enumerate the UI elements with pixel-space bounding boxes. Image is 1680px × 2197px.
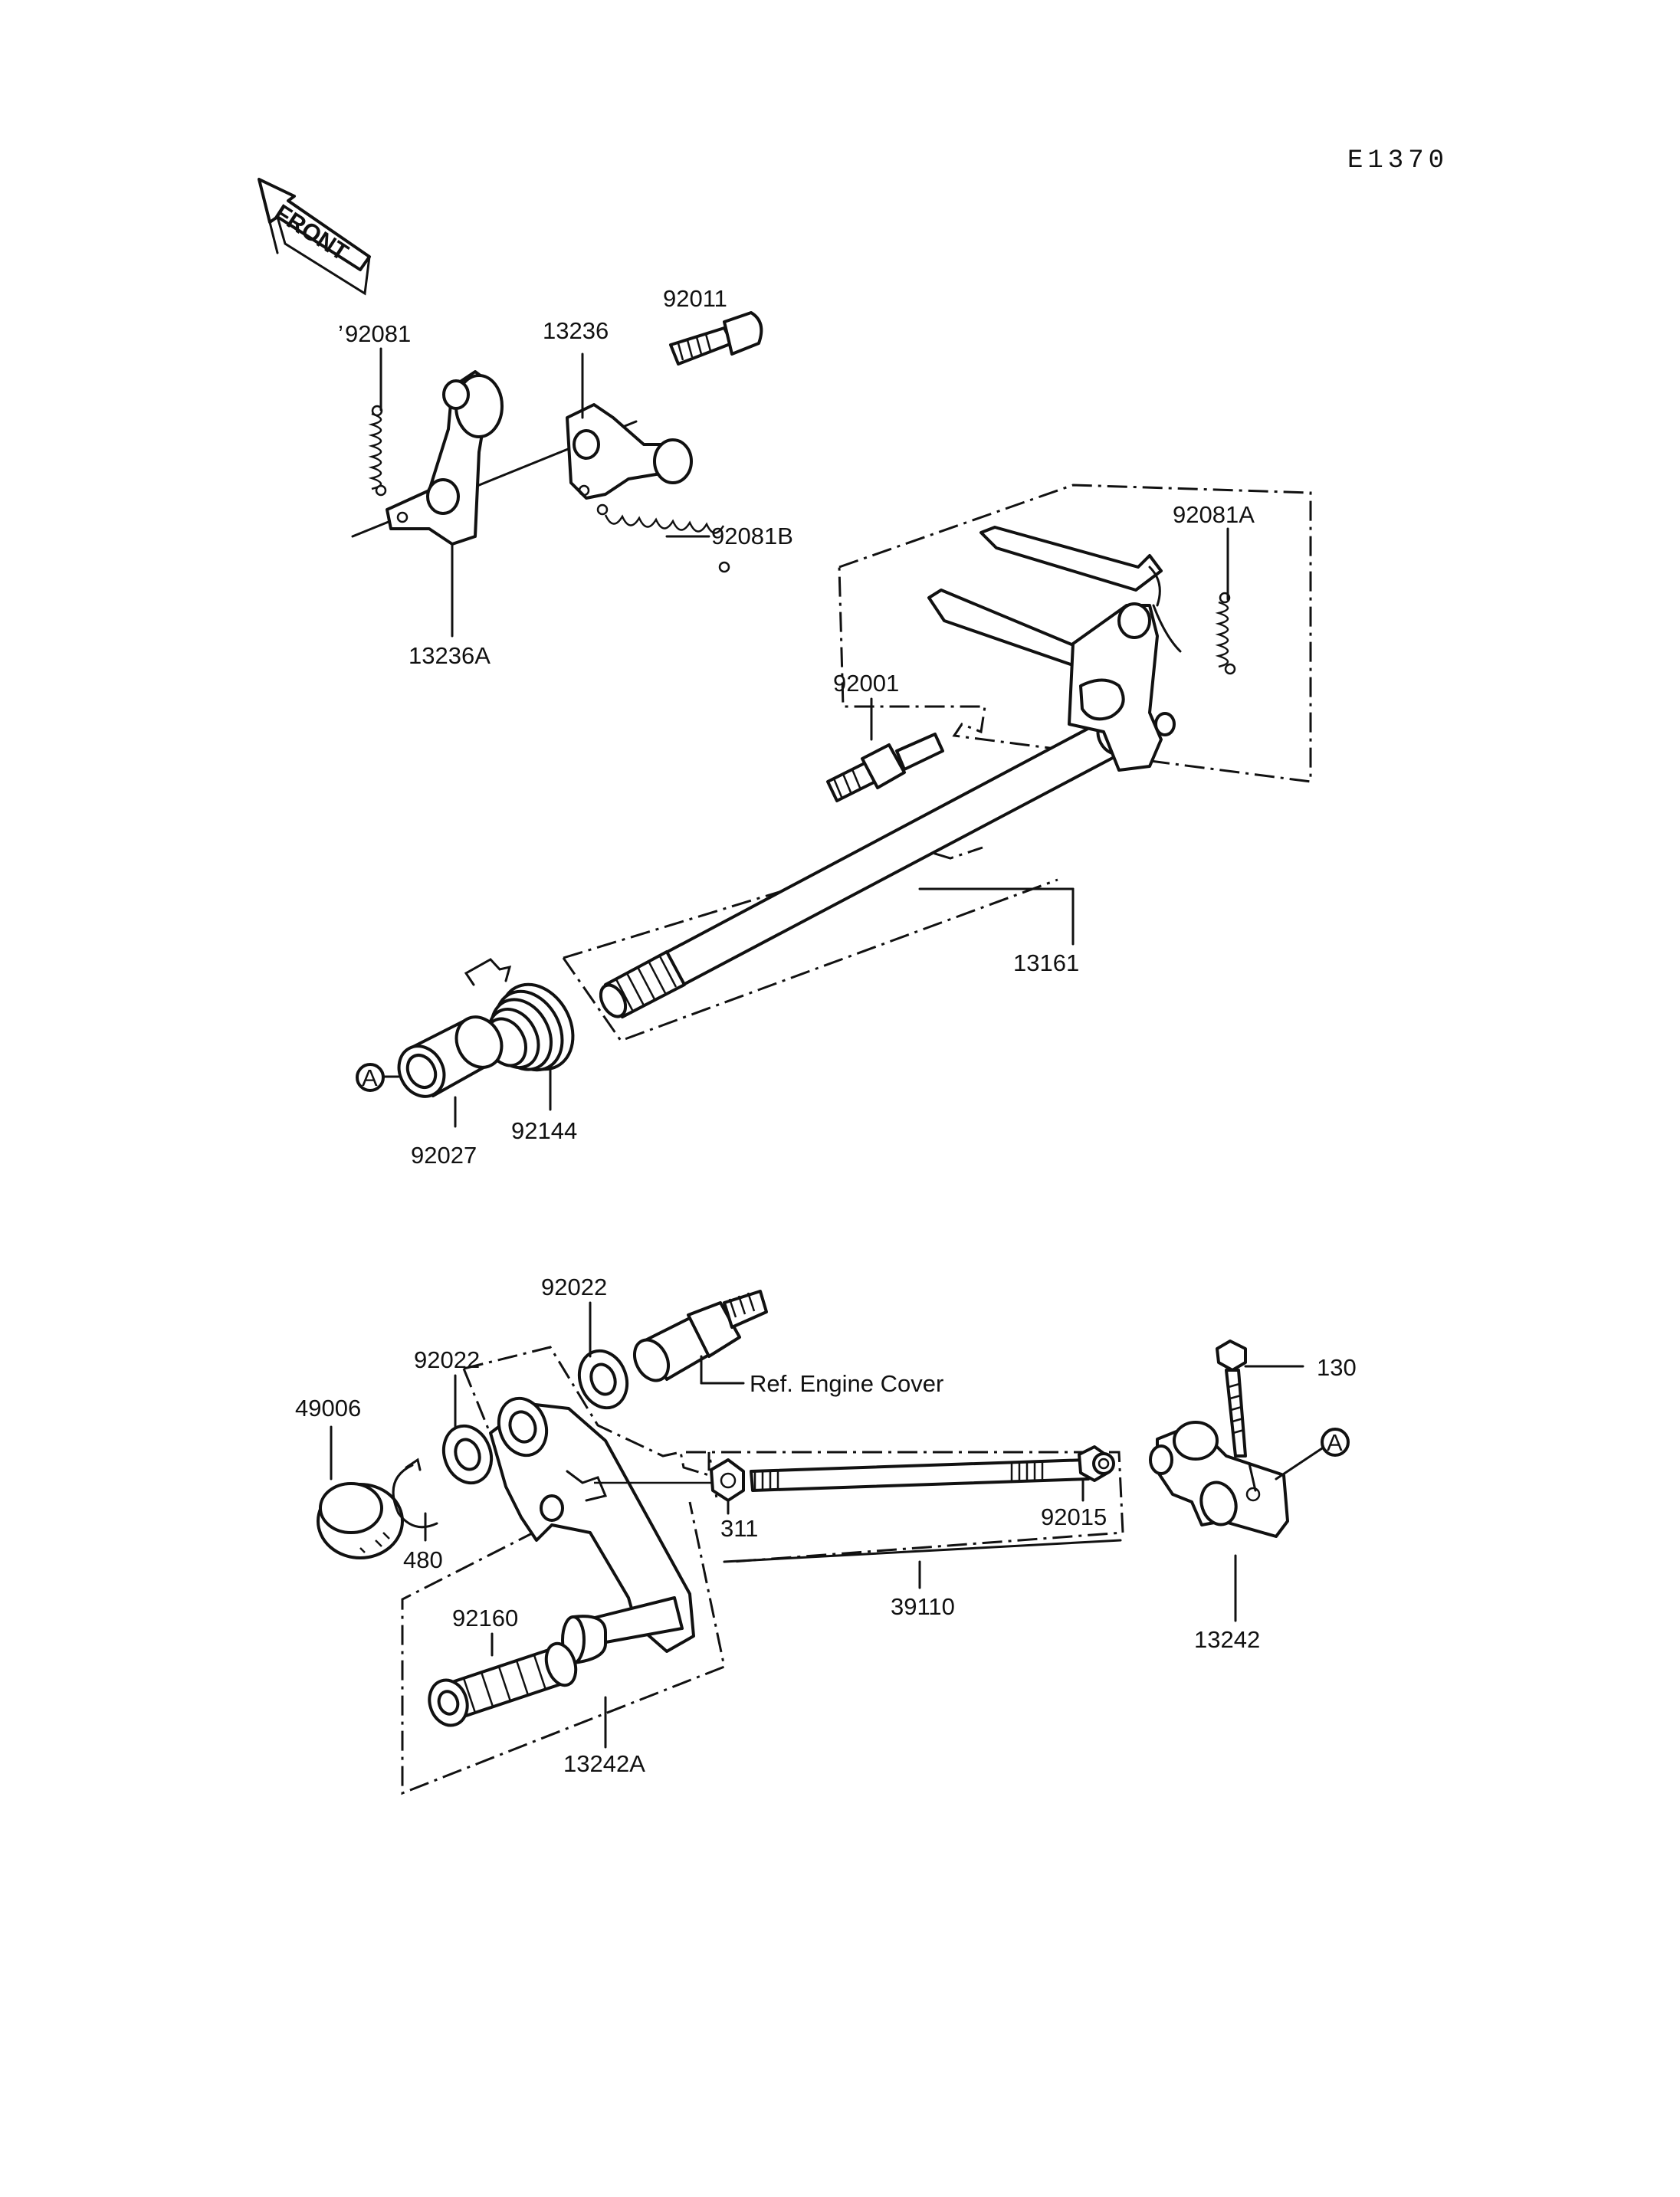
label-13161: 13161 [1013,949,1079,976]
label-92081: 92081 [345,320,411,347]
nut-311 [710,1458,745,1515]
spring-92081b [596,503,730,573]
mark-92081: ’ [338,320,343,347]
shaft-assembly-boundary [838,484,1312,783]
tie-rod-39110 [594,1458,1090,1589]
reference-note: Ref. Engine Cover [750,1370,943,1397]
rubber-92160 [428,1632,578,1727]
nut-92015 [1078,1445,1115,1502]
label-92022-left: 92022 [414,1346,480,1373]
label-92027: 92027 [411,1142,477,1169]
pedal-assembly-boundary-left [462,1368,538,1533]
washer-92022-left [441,1374,494,1485]
label-92081a: 92081A [1173,501,1255,528]
bolt-92011 [669,311,763,366]
shift-lever-13242 [1149,1421,1289,1622]
spring-92081a [1215,527,1236,675]
label-92001: 92001 [833,670,899,697]
label-311: 311 [720,1515,758,1542]
diagram-code: E1370 [1347,146,1449,175]
rod-assembly-boundary [686,1451,1124,1563]
label-92015: 92015 [1041,1503,1107,1530]
collar-92027 [380,1015,504,1128]
label-92160: 92160 [452,1605,518,1631]
front-arrow-icon: FRONT [258,178,371,296]
spring-92081 [368,347,387,497]
label-13236: 13236 [543,317,609,344]
bolt-130 [1216,1340,1304,1492]
label-49006: 49006 [295,1395,361,1421]
label-13242a: 13242A [563,1750,645,1777]
label-130: 130 [1317,1354,1357,1381]
label-92022-top: 92022 [541,1274,607,1300]
label-92011: 92011 [663,285,727,312]
label-13236a: 13236A [409,642,491,669]
label-39110: 39110 [891,1593,955,1620]
circlip-480 [392,1458,438,1542]
ref-marker-a-upper: A [356,1063,385,1092]
shift-shaft-13161 [599,526,1182,1018]
label-13242: 13242 [1194,1626,1260,1653]
pivot-bolt [632,1290,768,1385]
washer-92022-top [577,1301,629,1410]
pedal-assembly-boundary-top [463,1346,718,1499]
pedal-assembly-boundary-bottom [401,1501,726,1795]
shift-pedal-13242a [489,1396,695,1749]
gear-set-lever-13236 [566,353,693,500]
ref-marker-a-lower: A [1275,1428,1350,1481]
shaft-assembly-boundary-lower [563,846,983,959]
gear-set-lever-13236a [351,370,638,638]
label-92081b: 92081B [711,523,793,549]
label-92144: 92144 [511,1117,577,1144]
pin-92001 [826,697,944,802]
svg-text:A: A [1327,1429,1343,1456]
label-480: 480 [403,1546,443,1573]
cap-49006 [317,1425,404,1559]
svg-text:A: A [362,1064,378,1091]
